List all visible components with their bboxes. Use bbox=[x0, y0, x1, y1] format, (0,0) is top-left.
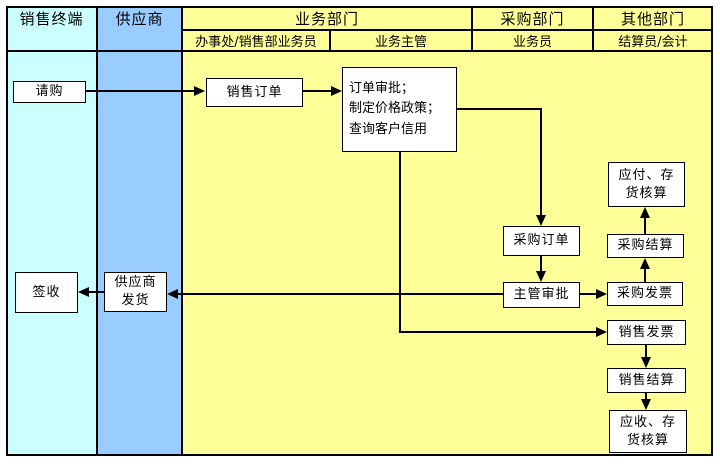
lane-header-supplier: 供应商 bbox=[115, 9, 164, 28]
node-purchase-order: 采购订单 bbox=[503, 226, 580, 256]
arrowhead-icon bbox=[641, 399, 651, 410]
arrowhead-icon bbox=[640, 207, 650, 218]
role-header-buyer: 业务员 bbox=[512, 35, 552, 50]
node-payable-inventory-accounting: 应付、存 货核算 bbox=[608, 162, 685, 207]
lane-header-other-dept: 其他部门 bbox=[620, 9, 685, 28]
edge-caigoufapiao-to-caigoujiesuan bbox=[644, 268, 646, 282]
edge-shenpi-to-xiaoshoufapiao-h bbox=[399, 331, 597, 333]
edge-shenpi-to-caigoudingdan-v bbox=[540, 108, 542, 216]
header-bottom-line bbox=[6, 50, 713, 52]
role-header-office-salesman: 办事处/销售部业务员 bbox=[195, 35, 317, 50]
arrowhead-icon bbox=[331, 86, 342, 96]
lane-divider bbox=[181, 6, 183, 456]
edge-qinggou-to-xiaoshoudingdan bbox=[86, 90, 195, 92]
edge-xiaoshoufapiao-to-jiesuan bbox=[645, 345, 647, 358]
node-supervisor-approval: 主管审批 bbox=[503, 282, 580, 308]
lane-sales-terminal bbox=[6, 6, 97, 456]
arrowhead-icon bbox=[641, 357, 651, 368]
node-purchase-request: 请购 bbox=[13, 81, 86, 103]
arrowhead-icon bbox=[167, 289, 178, 299]
role-header-business-supervisor: 业务主管 bbox=[374, 35, 427, 50]
lane-header-purchasing-dept: 采购部门 bbox=[500, 9, 565, 28]
edge-caigoujiesuan-to-yingfu bbox=[644, 217, 646, 234]
node-supplier-shipment: 供应商 发货 bbox=[104, 272, 167, 312]
arrowhead-icon bbox=[194, 86, 205, 96]
edge-xiaoshoudingdan-to-shenpi bbox=[303, 90, 332, 92]
role-header-accountant: 结算员/会计 bbox=[618, 35, 688, 50]
node-sign-receipt: 签收 bbox=[15, 272, 78, 313]
node-sales-settlement: 销售结算 bbox=[607, 368, 686, 393]
edge-zhuguanshenpi-to-caigoufapiao bbox=[580, 293, 597, 295]
lane-divider bbox=[96, 6, 98, 456]
lane-supplier bbox=[97, 6, 182, 456]
node-receivable-inventory-accounting: 应收、存 货核算 bbox=[609, 410, 687, 453]
node-sales-order: 销售订单 bbox=[206, 78, 303, 107]
node-purchase-settlement: 采购结算 bbox=[607, 234, 684, 258]
edge-xiaoshoujiesuan-to-yingshou bbox=[645, 393, 647, 400]
header-row-divider bbox=[182, 29, 713, 31]
edge-zhuguanshenpi-to-fahuo bbox=[176, 293, 503, 295]
arrowhead-icon bbox=[596, 289, 607, 299]
arrowhead-icon bbox=[596, 327, 607, 337]
edge-shenpi-to-xiaoshoufapiao-v bbox=[399, 151, 401, 333]
arrowhead-icon bbox=[536, 215, 546, 226]
arrowhead-icon bbox=[640, 258, 650, 269]
lane-header-sales-terminal: 销售终端 bbox=[19, 9, 84, 28]
edge-caigoudingdan-to-zhuguanshenpi bbox=[540, 256, 542, 272]
edge-fahuo-to-qianshou bbox=[86, 291, 104, 293]
header-divider bbox=[329, 30, 331, 52]
edge-shenpi-to-caigoudingdan-h bbox=[457, 108, 542, 110]
node-purchase-invoice: 采购发票 bbox=[607, 282, 683, 306]
lane-header-business-dept: 业务部门 bbox=[294, 9, 359, 28]
node-sales-invoice: 销售发票 bbox=[607, 320, 686, 345]
node-order-approval: 订单审批； 制定价格政策； 查询客户信用 bbox=[342, 67, 457, 152]
arrowhead-icon bbox=[536, 271, 546, 282]
arrowhead-icon bbox=[78, 287, 89, 297]
